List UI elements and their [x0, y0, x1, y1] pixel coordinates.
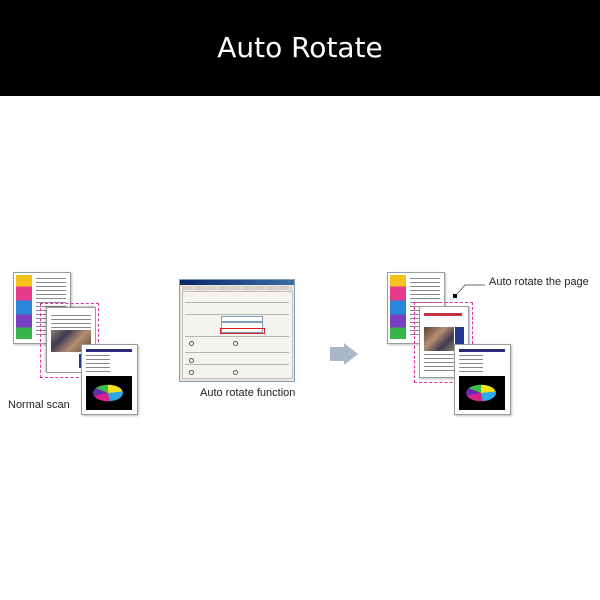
- callout-line: [457, 284, 485, 295]
- normal-scan-caption: Normal scan: [8, 399, 70, 411]
- pie-chart-page-thumbnail: [81, 344, 138, 415]
- auto-rotate-highlight: [220, 328, 265, 334]
- dialog-title-bar: [180, 280, 294, 285]
- rotate-dropdown: [221, 316, 263, 322]
- dialog-tabs: [182, 286, 292, 290]
- auto-rotated-page-outline: [414, 302, 473, 383]
- callout-marker: [453, 294, 457, 298]
- dialog-panel: [182, 291, 293, 379]
- pie-chart-page-thumbnail-result: [454, 344, 511, 415]
- scanner-settings-dialog: [179, 279, 295, 382]
- rotated-page-outline: [40, 303, 99, 378]
- auto-rotate-function-caption: Auto rotate function: [200, 387, 296, 399]
- auto-rotate-page-caption: Auto rotate the page: [489, 276, 589, 288]
- header-bar: Auto Rotate: [0, 0, 600, 96]
- page-title: Auto Rotate: [217, 31, 383, 64]
